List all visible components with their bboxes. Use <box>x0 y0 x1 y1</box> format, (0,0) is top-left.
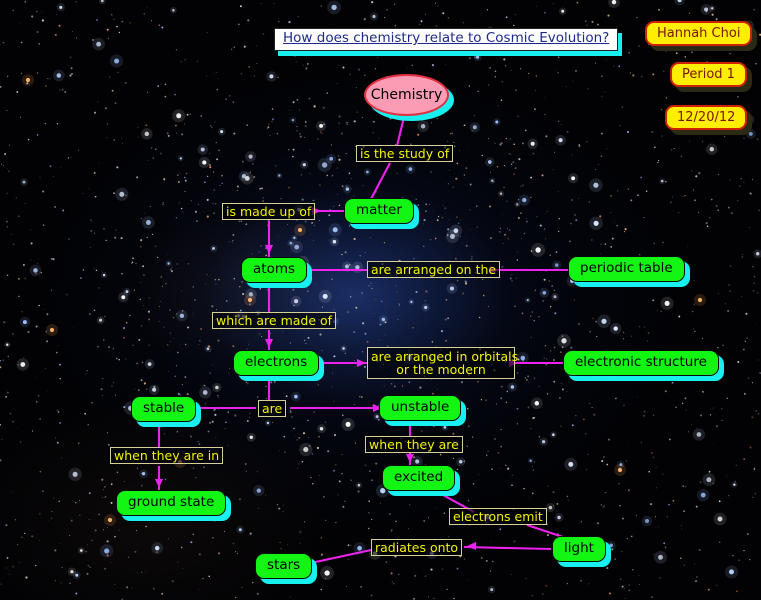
node-electrons-label: electrons <box>245 354 308 371</box>
node-periodic-table-label: periodic table <box>580 260 673 277</box>
node-stable[interactable]: stable <box>131 396 197 422</box>
edge-electronsemit-light <box>526 524 567 539</box>
period-label: Period 1 <box>670 62 747 87</box>
link-label-are-arranged-on-the: are arranged on the <box>367 261 501 278</box>
node-electronic-structure[interactable]: electronic structure <box>563 350 719 376</box>
link-label-are-arranged-in-orbitals: are arranged in orbitals or the modern <box>367 347 518 379</box>
node-excited[interactable]: excited <box>382 465 456 491</box>
link-label-is-the-study-of: is the study of <box>356 145 454 162</box>
node-ground-state-label: ground state <box>128 494 215 511</box>
node-light[interactable]: light <box>552 536 606 562</box>
edge-study-matter <box>370 162 391 200</box>
link-label-radiates-onto: radiates onto <box>371 539 463 556</box>
node-stable-label: stable <box>143 400 185 417</box>
node-atoms-label: atoms <box>253 261 296 278</box>
author-label: Hannah Choi <box>645 21 753 46</box>
node-light-label: light <box>564 540 594 557</box>
node-matter[interactable]: matter <box>344 198 414 224</box>
edge-chemistry-study <box>395 116 406 147</box>
node-stars-label: stars <box>267 557 301 574</box>
link-label-when-they-are: when they are <box>365 436 463 453</box>
node-stars[interactable]: stars <box>255 553 313 579</box>
node-electronic-structure-label: electronic structure <box>575 354 707 371</box>
edge-light-radiates <box>463 545 552 551</box>
link-label-are: are <box>258 400 287 417</box>
node-atoms[interactable]: atoms <box>241 257 308 283</box>
node-ground-state[interactable]: ground state <box>116 490 227 516</box>
page-title: How does chemistry relate to Cosmic Evol… <box>274 28 619 51</box>
node-unstable[interactable]: unstable <box>379 395 462 421</box>
node-electrons[interactable]: electrons <box>233 350 320 376</box>
node-matter-label: matter <box>356 202 402 219</box>
link-label-when-they-are-in: when they are in <box>110 447 224 464</box>
node-unstable-label: unstable <box>391 399 450 416</box>
link-label-which-are-made-of: which are made of <box>212 312 337 329</box>
node-chemistry-label: Chemistry <box>370 87 443 103</box>
node-chemistry[interactable]: Chemistry <box>364 74 449 116</box>
node-periodic-table[interactable]: periodic table <box>568 256 685 282</box>
link-label-is-made-up-of: is made up of <box>222 203 316 220</box>
date-label: 12/20/12 <box>665 105 748 130</box>
link-label-electrons-emit: electrons emit <box>449 508 547 525</box>
node-excited-label: excited <box>394 469 444 486</box>
